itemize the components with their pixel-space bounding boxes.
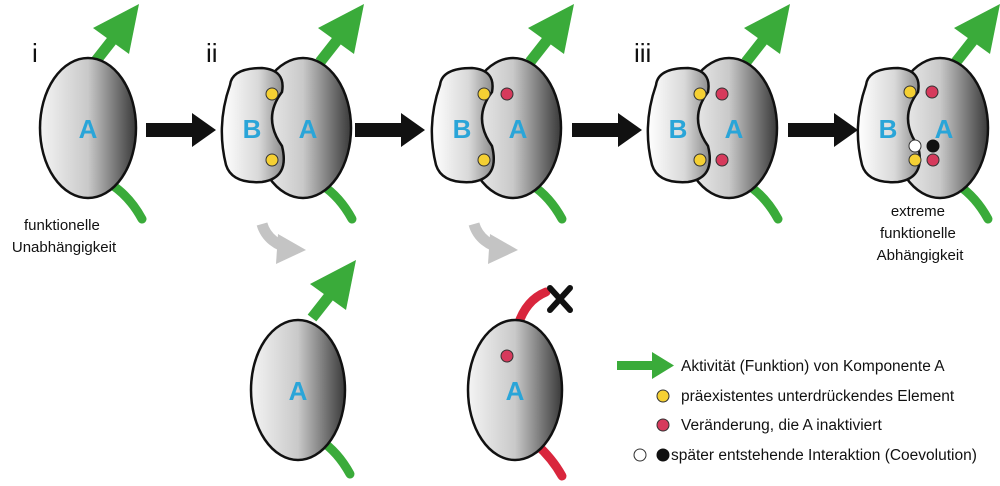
- coevolution-black-dot: [926, 139, 940, 153]
- caption-left-line1: funktionelle: [24, 217, 100, 234]
- stage-label-iii: iii: [634, 38, 651, 68]
- caption-right: extreme funktionelle Abhängigkeit: [877, 203, 965, 264]
- green-arrow-icon: [93, 4, 139, 62]
- cross-icon: [547, 285, 573, 313]
- component-a-label: A: [299, 114, 318, 144]
- preexisting-element-dot: [477, 153, 491, 167]
- stage-label-ii: ii: [206, 38, 218, 68]
- component-a-label: A: [289, 376, 308, 406]
- preexisting-element-dot: [908, 153, 922, 167]
- legend: Aktivität (Funktion) von Komponente A pr…: [617, 352, 977, 464]
- preexisting-element-dot: [265, 87, 279, 101]
- stage-label-i: i: [32, 38, 38, 68]
- grey-curved-arrow-icon: [262, 224, 306, 264]
- legend-later: später entstehende Interaktion (Coevolut…: [633, 447, 977, 464]
- component-a-shape: [249, 318, 347, 462]
- component-a-label: A: [725, 114, 744, 144]
- component-b-label: B: [879, 114, 898, 144]
- black-dot-icon: [656, 448, 670, 462]
- inactivating-change-dot: [925, 85, 939, 99]
- legend-preexisting: präexistentes unterdrückendes Element: [656, 388, 955, 405]
- green-arrow-icon: [318, 4, 364, 62]
- legend-activity-text: Aktivität (Funktion) von Komponente A: [681, 358, 945, 375]
- black-arrow-icon: [572, 113, 642, 147]
- inactivating-change-dot: [500, 349, 514, 363]
- component-a-label: A: [509, 114, 528, 144]
- component-a-shape: [466, 318, 564, 462]
- black-arrow-icon: [788, 113, 858, 147]
- black-arrow-icon: [355, 113, 425, 147]
- green-tail-icon: [112, 185, 142, 219]
- white-dot-icon: [633, 448, 647, 462]
- component-a-label: A: [79, 114, 98, 144]
- caption-right-line1: extreme: [891, 203, 945, 220]
- caption-left: funktionelle Unabhängigkeit: [12, 217, 117, 256]
- green-arrow-icon: [954, 4, 1000, 62]
- preexisting-element-dot: [693, 87, 707, 101]
- inactivating-change-dot: [500, 87, 514, 101]
- legend-preexisting-text: präexistentes unterdrückendes Element: [681, 388, 955, 405]
- coevolution-white-dot: [908, 139, 922, 153]
- component-b-label: B: [243, 114, 262, 144]
- component-a-shape: [38, 56, 138, 200]
- pink-dot-icon: [656, 418, 670, 432]
- preexisting-element-dot: [265, 153, 279, 167]
- grey-curved-arrow-icon: [474, 224, 518, 264]
- green-arrowhead-icon: [652, 352, 674, 379]
- green-arrow-icon: [528, 4, 574, 62]
- legend-change: Veränderung, die A inaktiviert: [656, 417, 882, 434]
- legend-activity: Aktivität (Funktion) von Komponente A: [617, 352, 945, 379]
- component-a-label: A: [935, 114, 954, 144]
- legend-later-text: später entstehende Interaktion (Coevolut…: [671, 447, 977, 464]
- green-arrow-icon: [617, 361, 657, 370]
- preexisting-element-dot: [903, 85, 917, 99]
- black-arrow-icon: [146, 113, 216, 147]
- inactivating-change-dot: [715, 87, 729, 101]
- inactivating-change-dot: [926, 153, 940, 167]
- yellow-dot-icon: [656, 389, 670, 403]
- caption-right-line3: Abhängigkeit: [877, 247, 965, 264]
- inactivating-change-dot: [715, 153, 729, 167]
- component-b-label: B: [453, 114, 472, 144]
- caption-right-line2: funktionelle: [880, 225, 956, 242]
- preexisting-element-dot: [477, 87, 491, 101]
- preexisting-element-dot: [693, 153, 707, 167]
- green-arrow-icon: [744, 4, 790, 62]
- component-b-label: B: [669, 114, 688, 144]
- green-arrow-icon: [310, 260, 356, 318]
- component-a-label: A: [506, 376, 525, 406]
- legend-change-text: Veränderung, die A inaktiviert: [681, 417, 882, 434]
- caption-left-line2: Unabhängigkeit: [12, 239, 117, 256]
